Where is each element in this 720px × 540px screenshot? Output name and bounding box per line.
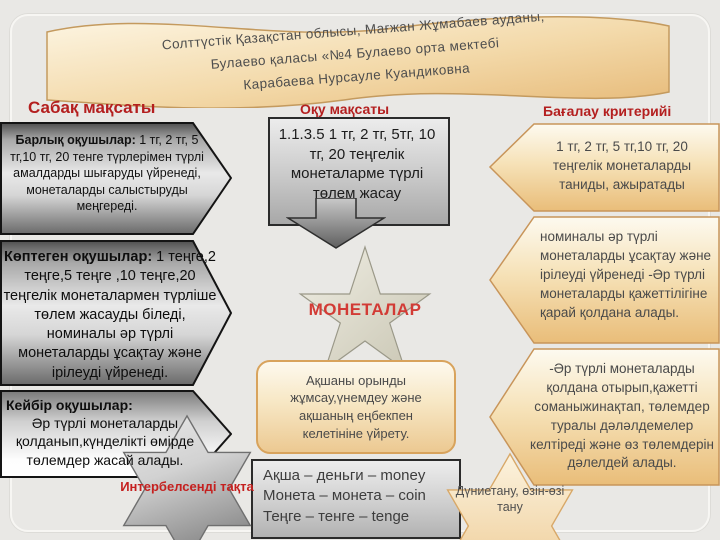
criteria-box-1-shape bbox=[488, 123, 720, 212]
interactive-board-star-shape bbox=[122, 414, 252, 540]
all-students-lead: Барлық оқушылар: bbox=[15, 133, 136, 147]
learning-goal-heading: Оқу мақсаты bbox=[300, 101, 390, 117]
criteria-box-1-text: 1 тг, 2 тг, 5 тг,10 тг, 20 теңгелік моне… bbox=[552, 139, 692, 192]
down-arrow-shape bbox=[286, 198, 386, 249]
glossary-text: Ақша – деньги – money Монета – монета – … bbox=[263, 466, 453, 527]
some-students-body: Әр түрлі монеталарды қолданып,күнделікті… bbox=[15, 415, 195, 468]
criteria-box-2-shape bbox=[489, 216, 720, 344]
criteria-box-3-shape bbox=[489, 348, 720, 486]
most-students-box-shape bbox=[0, 240, 232, 386]
lesson-goal-heading: Сабақ мақсаты bbox=[28, 98, 156, 117]
all-students-body: 1 тг, 2 тг, 5 тг,10 тг, 20 тенге түрлері… bbox=[10, 133, 204, 213]
most-students-lead: Көптеген оқушылар: bbox=[4, 249, 153, 265]
money-values-box: Ақшаны орынды жұмсау,үнемдеу және ақшаны… bbox=[256, 360, 456, 454]
criteria-box-3-text: -Әр түрлі монеталарды қолдана отырып,қаж… bbox=[530, 361, 714, 471]
some-students-lead: Кейбір оқушылар: bbox=[6, 397, 133, 413]
coins-star-shape bbox=[298, 245, 432, 372]
money-values-text: Ақшаны орынды жұмсау,үнемдеу және ақшаны… bbox=[290, 372, 422, 441]
subjects-label: Дүниетану, өзін-өзі тану bbox=[455, 484, 565, 515]
glossary-line-2: Монета – монета – coin bbox=[263, 487, 426, 505]
learning-objective-text: 1.1.3.5 1 тг, 2 тг, 5тг, 10 тг, 20 теңге… bbox=[278, 126, 436, 202]
some-students-text: Кейбір оқушылар: Әр түрлі монеталарды қо… bbox=[6, 396, 204, 469]
subjects-star-shape bbox=[446, 452, 574, 540]
glossary-line-3: Теңге – тенге – tenge bbox=[263, 507, 410, 525]
interactive-board-label: Интербелсенді тақта bbox=[120, 479, 254, 494]
learning-objective-box bbox=[268, 117, 450, 226]
coins-star-label: МОНЕТАЛАР bbox=[308, 300, 422, 319]
school-banner-shape bbox=[46, 16, 670, 108]
all-students-box-shape bbox=[0, 122, 232, 235]
all-students-text: Барлық оқушылар: 1 тг, 2 тг, 5 тг,10 тг,… bbox=[4, 132, 210, 215]
glossary-line-1: Ақша – деньги – money bbox=[263, 467, 426, 484]
most-students-body: 1 теңге,2 теңге,5 теңге ,10 теңге,20 тең… bbox=[3, 249, 217, 381]
most-students-text: Көптеген оқушылар: 1 теңге,2 теңге,5 тең… bbox=[2, 248, 218, 383]
criteria-box-2-text: номиналы әр түрлі монеталарды ұсақтау жә… bbox=[540, 229, 712, 320]
assessment-criteria-heading: Бағалау критерийі bbox=[543, 103, 672, 119]
